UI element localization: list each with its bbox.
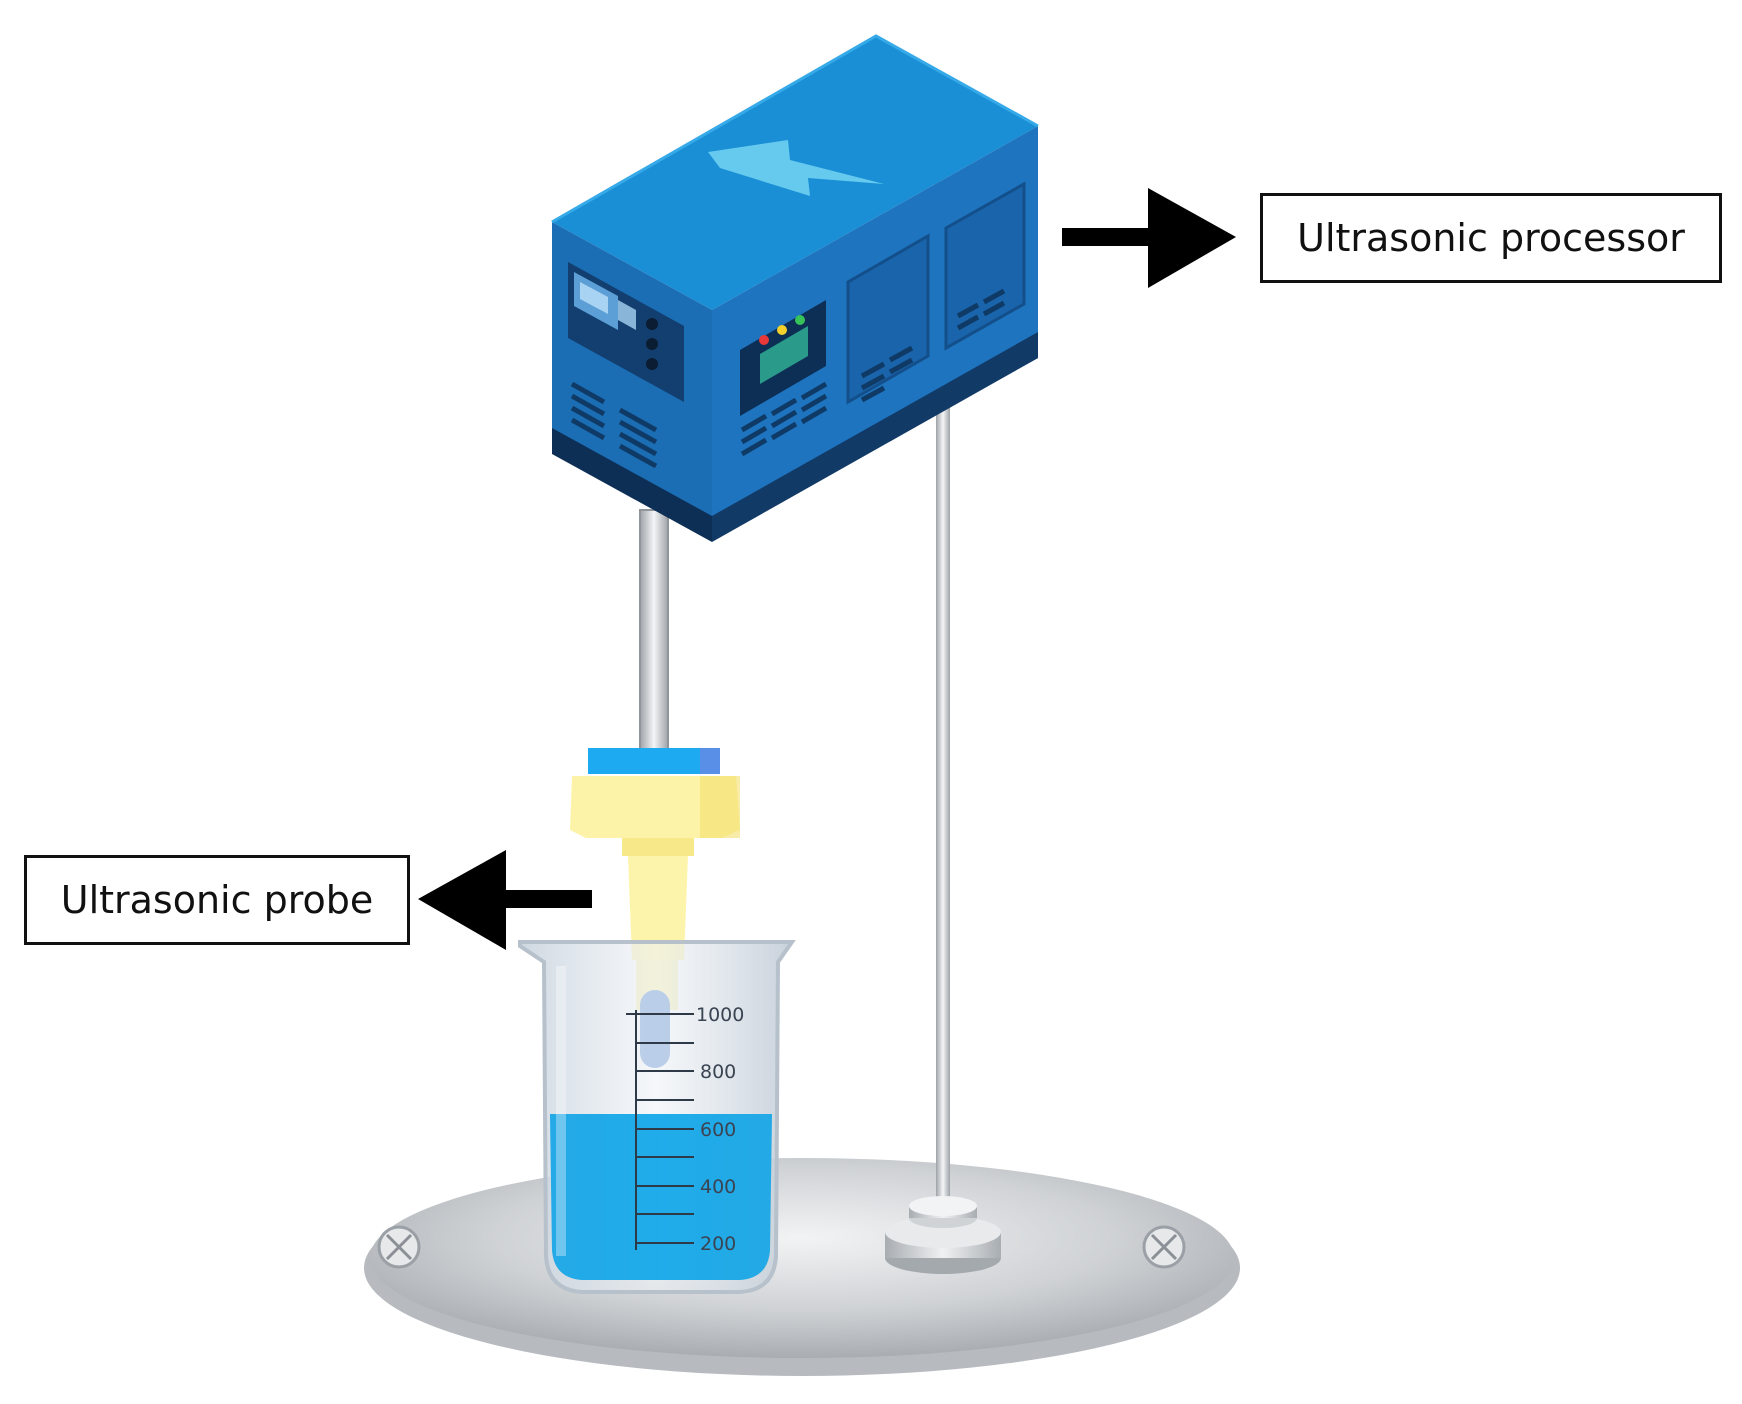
tick-label-600: 600 xyxy=(700,1119,736,1141)
base-plate xyxy=(364,1158,1240,1376)
label-ultrasonic-processor: Ultrasonic processor xyxy=(1260,193,1722,283)
tick-label-800: 800 xyxy=(700,1061,736,1083)
tick-label-200: 200 xyxy=(700,1233,736,1255)
probe-shaft xyxy=(639,509,669,756)
screw-icon xyxy=(1142,1225,1186,1269)
display-panel xyxy=(740,300,826,416)
access-door xyxy=(846,233,930,405)
control-panel xyxy=(568,262,684,402)
access-door xyxy=(944,181,1026,351)
screw-icon xyxy=(377,1225,421,1269)
beaker: 1000 800 600 400 200 xyxy=(518,940,796,1294)
stand-foot xyxy=(885,1196,1001,1274)
lightning-bolt-icon xyxy=(708,140,884,196)
arrow-left-icon xyxy=(418,850,592,950)
tick-label-400: 400 xyxy=(700,1176,736,1198)
vent-grille xyxy=(570,381,658,469)
stand-rod xyxy=(936,405,950,1220)
arrow-right-icon xyxy=(1062,188,1236,288)
led-indicator-icon xyxy=(759,315,805,345)
vent-grille xyxy=(740,381,828,457)
tick-label-1000: 1000 xyxy=(696,1004,744,1026)
label-ultrasonic-probe: Ultrasonic probe xyxy=(24,855,410,945)
